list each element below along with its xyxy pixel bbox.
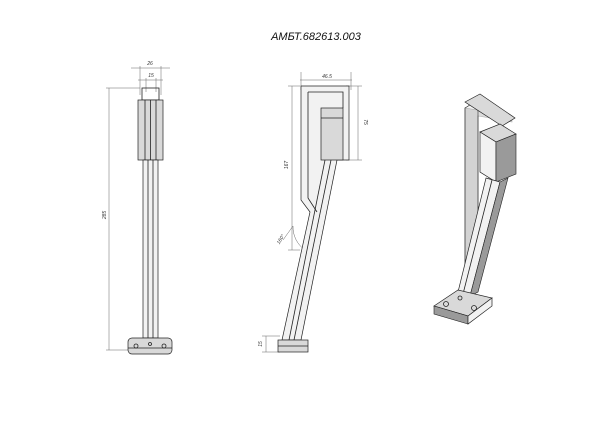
front-view: 26 15 285 [102, 61, 173, 355]
dim-top-outer: 26 [146, 61, 153, 67]
dim-angle: 160° [276, 234, 286, 246]
dim-top-width: 46.5 [322, 74, 332, 80]
dim-height: 285 [102, 211, 108, 221]
drawing-designation: АМБТ.682613.003 [270, 31, 362, 43]
side-view: 46.5 75 167 160° 15 [258, 72, 368, 353]
dim-base-height: 15 [258, 341, 264, 347]
dim-upper-length: 167 [284, 161, 290, 170]
dim-head-height: 75 [362, 119, 368, 125]
isometric-view [433, 93, 517, 325]
dim-top-inner: 15 [148, 73, 154, 79]
